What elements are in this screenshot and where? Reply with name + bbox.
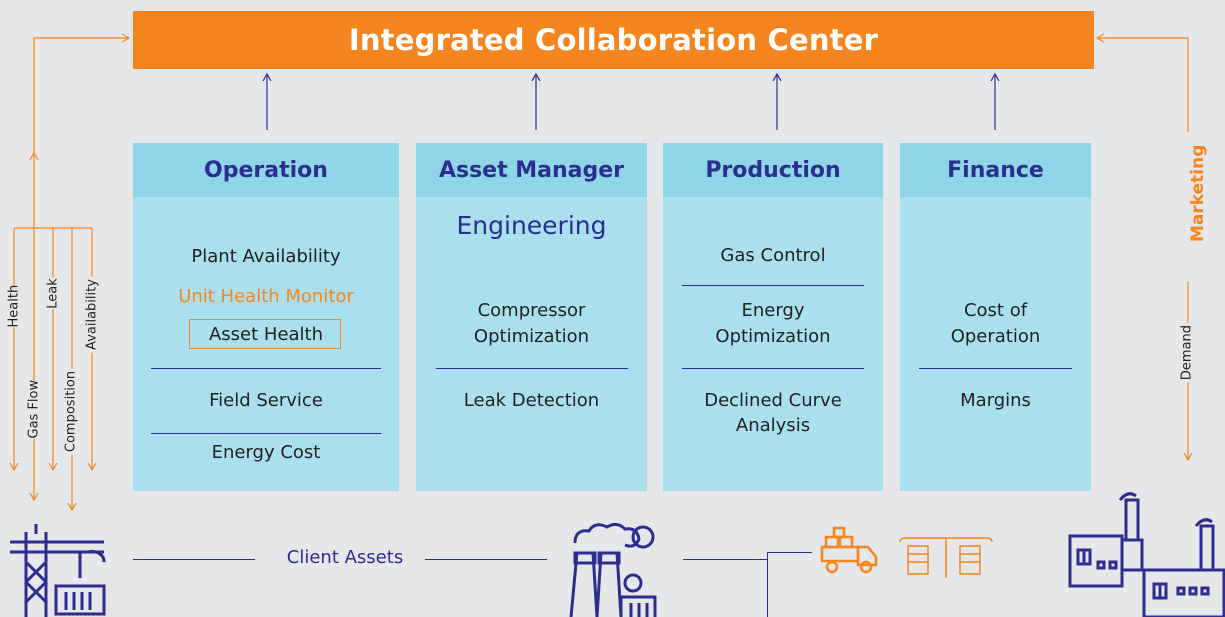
page-title: Integrated Collaboration Center bbox=[348, 23, 879, 57]
connector-line bbox=[133, 559, 255, 560]
column-title: Finance bbox=[900, 143, 1091, 197]
asset-health-box bbox=[189, 319, 341, 349]
item-margins: Margins bbox=[960, 390, 1031, 411]
label-client-assets: Client Assets bbox=[286, 547, 404, 568]
item-cost-of: Cost of bbox=[963, 300, 1028, 321]
column-title: Asset Manager bbox=[416, 143, 647, 197]
industrial-plant-icon bbox=[1068, 492, 1225, 617]
item-energy: Energy bbox=[741, 300, 805, 321]
factory-smoke-icon bbox=[569, 522, 657, 617]
column-title: Production bbox=[663, 143, 883, 197]
separator bbox=[436, 368, 628, 369]
label-health: Health bbox=[6, 284, 22, 328]
label-marketing: Marketing bbox=[1188, 144, 1208, 242]
item-field-service: Field Service bbox=[209, 390, 323, 411]
column-title: Operation bbox=[133, 143, 399, 197]
connector-line bbox=[425, 559, 547, 560]
separator bbox=[151, 368, 381, 369]
item-declined-curve: Declined Curve bbox=[704, 390, 842, 411]
connector-line-vertical bbox=[767, 552, 768, 617]
separator bbox=[919, 368, 1072, 369]
separator bbox=[682, 285, 864, 286]
label-availability: Availability bbox=[84, 276, 100, 353]
item-optimization: Optimization bbox=[715, 326, 831, 347]
delivery-truck-icon bbox=[820, 526, 878, 574]
connector-line bbox=[767, 552, 812, 553]
item-optimization: Optimization bbox=[473, 326, 590, 347]
column-asset-manager: Asset Manager Engineering Compressor Opt… bbox=[416, 143, 647, 491]
column-operation: Operation Plant Availability Unit Health… bbox=[133, 143, 399, 491]
item-unit-health-monitor: Unit Health Monitor bbox=[178, 286, 354, 307]
item-operation: Operation bbox=[950, 326, 1041, 347]
column-finance: Finance Cost of Operation Margins bbox=[900, 143, 1091, 491]
item-leak-detection: Leak Detection bbox=[463, 390, 600, 411]
label-composition: Composition bbox=[63, 368, 79, 455]
server-rack-icon bbox=[899, 537, 993, 578]
header-banner: Integrated Collaboration Center bbox=[133, 11, 1094, 69]
item-energy-cost: Energy Cost bbox=[211, 442, 321, 463]
label-leak: Leak bbox=[45, 277, 61, 310]
subtitle-engineering: Engineering bbox=[456, 211, 607, 240]
item-analysis: Analysis bbox=[735, 415, 811, 436]
separator bbox=[682, 368, 864, 369]
separator bbox=[151, 433, 381, 434]
label-demand: Demand bbox=[1179, 322, 1195, 383]
item-plant-availability: Plant Availability bbox=[191, 246, 341, 267]
label-gas-flow: Gas Flow bbox=[26, 379, 42, 439]
item-compressor: Compressor bbox=[477, 300, 586, 321]
item-gas-control: Gas Control bbox=[720, 245, 826, 266]
crane-icon bbox=[10, 524, 106, 617]
connector-line bbox=[683, 559, 768, 560]
item-asset-health: Asset Health bbox=[208, 324, 324, 345]
column-production: Production Gas Control Energy Optimizati… bbox=[663, 143, 883, 491]
